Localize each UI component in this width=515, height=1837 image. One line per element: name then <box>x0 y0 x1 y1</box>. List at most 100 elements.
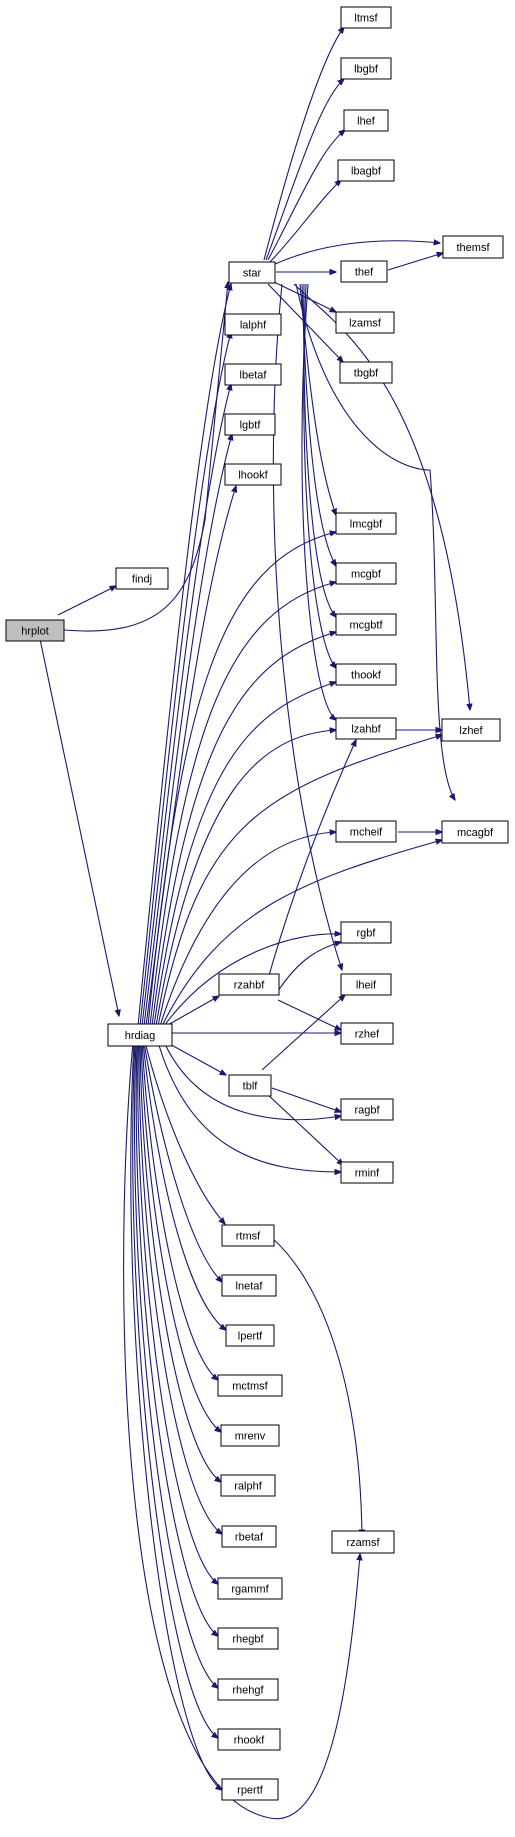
edge-hrdiag-lzhef <box>157 735 442 1027</box>
edge-star-lheif <box>272 283 342 970</box>
node-label-rtmsf: rtmsf <box>236 1231 261 1243</box>
node-lheif[interactable]: lheif <box>340 973 392 996</box>
node-box-rzhef <box>340 1022 394 1045</box>
node-box-rzamsf <box>331 1530 395 1554</box>
node-rzahbf[interactable]: rzahbf <box>218 973 280 996</box>
node-label-mcgbtf: mcgbtf <box>349 620 383 632</box>
node-rpertf[interactable]: rpertf <box>221 1778 279 1801</box>
edge-hrdiag-lzahbf <box>155 730 336 1027</box>
node-mrenv[interactable]: mrenv <box>220 1424 280 1447</box>
node-label-rminf: rminf <box>355 1168 380 1180</box>
edge-hrdiag-thookf <box>153 682 336 1027</box>
node-mcheif[interactable]: mcheif <box>335 820 397 843</box>
edge-tblf-ragbf <box>271 1087 341 1112</box>
node-rgbf[interactable]: rgbf <box>340 921 392 944</box>
node-label-rgammf: rgammf <box>231 1584 269 1596</box>
edge-hrdiag-mcagbf <box>161 840 442 1027</box>
node-themsf[interactable]: themsf <box>442 235 504 259</box>
node-label-mcheif: mcheif <box>350 827 383 839</box>
node-label-rgbf: rgbf <box>357 928 377 940</box>
edge-star-lbgbf <box>265 79 344 261</box>
node-label-themsf: themsf <box>456 242 490 254</box>
node-hrdiag[interactable]: hrdiag <box>107 1023 173 1047</box>
node-hrplot[interactable]: hrplot <box>5 619 65 642</box>
node-box-lpertf <box>225 1324 275 1347</box>
node-ltmsf[interactable]: ltmsf <box>340 6 392 29</box>
node-box-rgammf <box>217 1577 283 1600</box>
node-label-star: star <box>243 268 262 280</box>
node-lbgbf[interactable]: lbgbf <box>340 57 392 80</box>
edge-rzahbf-rzhef <box>277 999 341 1030</box>
node-lhookf[interactable]: lhookf <box>224 463 282 486</box>
node-label-rhehgf: rhehgf <box>232 1685 264 1697</box>
edge-star-ltmsf <box>263 27 344 261</box>
node-box-mcgbf <box>335 562 397 585</box>
node-rtmsf[interactable]: rtmsf <box>221 1224 275 1247</box>
edge-star-lzhef <box>293 283 470 710</box>
node-label-rzhef: rzhef <box>355 1029 380 1041</box>
node-lmcgbf[interactable]: lmcgbf <box>335 512 397 535</box>
node-thef[interactable]: thef <box>340 260 388 283</box>
node-lalphf[interactable]: lalphf <box>224 313 282 336</box>
node-tbgbf[interactable]: tbgbf <box>339 361 393 384</box>
node-label-lheif: lheif <box>356 980 377 992</box>
edge-thef-themsf <box>387 253 443 271</box>
edge-hrdiag-lalphf <box>139 332 231 1027</box>
node-label-tbgbf: tbgbf <box>354 368 379 380</box>
node-lpertf[interactable]: lpertf <box>225 1324 275 1347</box>
node-box-tblf <box>228 1074 272 1097</box>
node-box-lbgbf <box>340 57 392 80</box>
edge-hrplot-findj <box>57 586 116 616</box>
node-lzhef[interactable]: lzhef <box>441 718 501 742</box>
node-mcgbf[interactable]: mcgbf <box>335 562 397 585</box>
node-label-rbetaf: rbetaf <box>235 1532 264 1544</box>
node-rgammf[interactable]: rgammf <box>217 1577 283 1600</box>
node-mcgbtf[interactable]: mcgbtf <box>335 613 397 636</box>
edge-hrdiag-rminf <box>157 1041 341 1172</box>
node-box-mctmsf <box>217 1374 283 1397</box>
node-rhookf[interactable]: rhookf <box>217 1728 281 1751</box>
node-lbetaf[interactable]: lbetaf <box>224 363 282 386</box>
node-rhegbf[interactable]: rhegbf <box>217 1627 279 1650</box>
node-thookf[interactable]: thookf <box>335 663 397 686</box>
node-box-lbagbf <box>337 159 395 182</box>
node-rzhef[interactable]: rzhef <box>340 1022 394 1045</box>
node-mctmsf[interactable]: mctmsf <box>217 1374 283 1397</box>
edge-rzahbf-rgbf <box>277 942 341 992</box>
node-tblf[interactable]: tblf <box>228 1074 272 1097</box>
node-box-rgbf <box>340 921 392 944</box>
node-lnetaf[interactable]: lnetaf <box>221 1274 277 1297</box>
node-label-lzahbf: lzahbf <box>351 724 381 736</box>
node-lzamsf[interactable]: lzamsf <box>335 311 395 334</box>
node-rminf[interactable]: rminf <box>340 1161 394 1184</box>
node-rzamsf[interactable]: rzamsf <box>331 1530 395 1554</box>
edge-star-lhef <box>267 130 345 261</box>
node-label-lbgbf: lbgbf <box>354 64 379 76</box>
node-box-mcgbtf <box>335 613 397 636</box>
node-ragbf[interactable]: ragbf <box>340 1098 394 1121</box>
edge-hrplot-star <box>63 282 228 632</box>
node-rhehgf[interactable]: rhehgf <box>217 1678 279 1701</box>
edge-hrdiag-tblf <box>165 1041 226 1075</box>
node-lzahbf[interactable]: lzahbf <box>335 717 397 740</box>
node-ralphf[interactable]: ralphf <box>220 1474 276 1497</box>
node-label-rzahbf: rzahbf <box>234 980 266 992</box>
node-box-lheif <box>340 973 392 996</box>
node-findj[interactable]: findj <box>115 567 169 590</box>
edge-star-themsf <box>274 241 440 265</box>
node-label-ralphf: ralphf <box>234 1481 262 1493</box>
node-lhef[interactable]: lhef <box>343 109 389 132</box>
edge-hrdiag-lpertf <box>142 1041 226 1330</box>
node-lbagbf[interactable]: lbagbf <box>337 159 395 182</box>
node-box-hrdiag <box>107 1023 173 1047</box>
node-label-lzhef: lzhef <box>459 725 483 737</box>
node-box-findj <box>115 567 169 590</box>
node-mcagbf[interactable]: mcagbf <box>441 820 509 844</box>
node-rbetaf[interactable]: rbetaf <box>221 1525 277 1548</box>
node-star[interactable]: star <box>228 261 276 284</box>
node-box-rhookf <box>217 1728 281 1751</box>
node-box-lnetaf <box>221 1274 277 1297</box>
node-lgbtf[interactable]: lgbtf <box>224 413 276 436</box>
node-label-hrdiag: hrdiag <box>125 1030 156 1042</box>
node-box-rpertf <box>221 1778 279 1801</box>
